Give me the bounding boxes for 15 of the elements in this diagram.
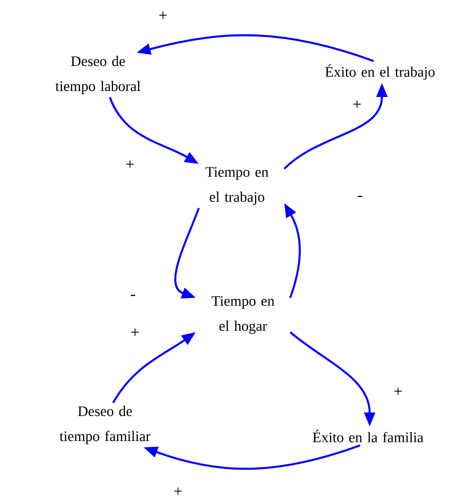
polarity-sign: + xyxy=(174,487,182,495)
variable-text: Deseo de tiempo familiar xyxy=(60,406,150,444)
polarity-sign: - xyxy=(358,196,362,197)
variable-text: Tiempo en el trabajo xyxy=(206,167,268,205)
polarity-sign: + xyxy=(353,100,361,108)
variable-text: Tiempo en el hogar xyxy=(212,296,274,334)
variable-text: Éxito en la familia xyxy=(312,430,424,442)
polarity-sign: + xyxy=(126,160,134,168)
arrow xyxy=(174,208,200,298)
polarity-sign: + xyxy=(159,11,167,19)
polarity-sign: + xyxy=(394,387,402,395)
variable-text: Éxito en el trabajo xyxy=(325,64,435,80)
polarity-sign: + xyxy=(131,328,139,336)
polarity-sign: - xyxy=(130,294,136,296)
variable-text: Deseo de tiempo laboral xyxy=(55,56,140,94)
